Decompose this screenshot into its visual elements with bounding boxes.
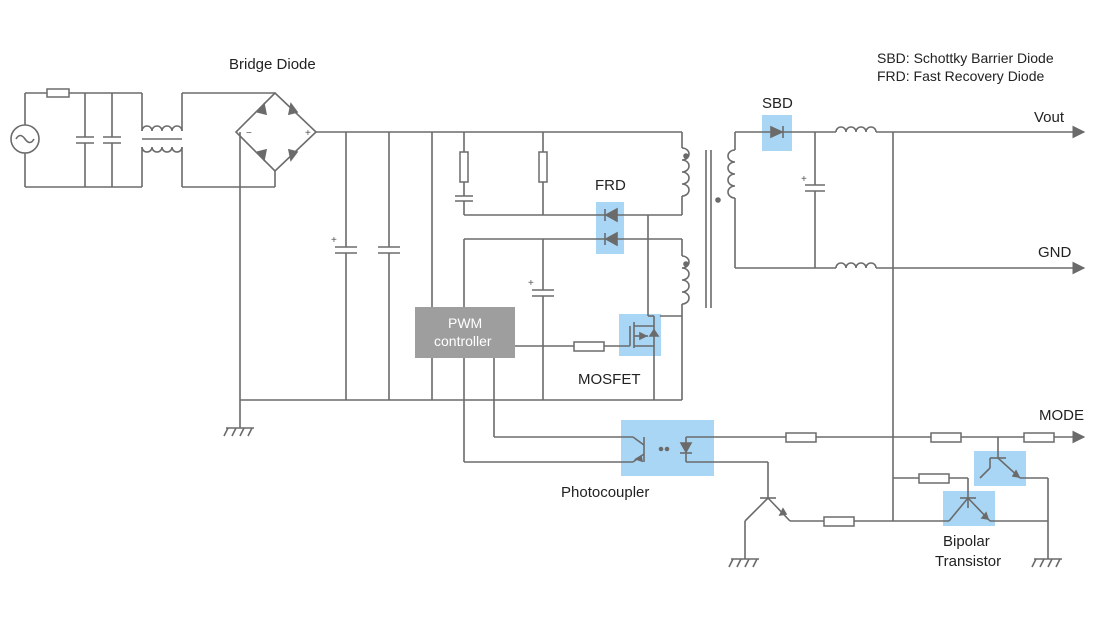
secondary-output: + (735, 125, 1086, 521)
svg-text:−: − (246, 128, 252, 139)
pwm-section (223, 215, 682, 437)
transformer (681, 132, 736, 400)
sbd-label: SBD (762, 95, 793, 112)
pwm-label-line2: controller (434, 333, 492, 349)
bulk-capacitors: + (331, 132, 433, 400)
mosfet-label: MOSFET (578, 371, 641, 388)
frd-highlight (596, 202, 624, 254)
highlight-boxes (596, 115, 1026, 526)
bipolar-label-line2: Transistor (935, 553, 1001, 570)
fuse-resistor (46, 88, 70, 98)
bipolar-highlight-lower (943, 491, 995, 526)
legend-line-2: FRD: Fast Recovery Diode (877, 68, 1044, 84)
bridge-diode: + − (234, 91, 682, 400)
frd-label: FRD (595, 177, 626, 194)
ac-input-section (10, 88, 275, 188)
feedback-section (463, 358, 1086, 463)
legend-line-1: SBD: Schottky Barrier Diode (877, 50, 1054, 66)
transistor-circuit (728, 457, 1062, 568)
aux-supply: + (463, 238, 682, 400)
mode-label: MODE (1039, 407, 1084, 424)
pwm-label-line1: PWM (448, 315, 482, 331)
photocoupler-label: Photocoupler (561, 484, 649, 501)
svg-text:+: + (801, 174, 807, 185)
bipolar-label-line1: Bipolar (943, 533, 990, 550)
svg-text:+: + (331, 235, 337, 246)
snubber-network (455, 132, 682, 216)
vout-label: Vout (1034, 109, 1065, 126)
gnd-label: GND (1038, 244, 1072, 261)
bridge-diode-label: Bridge Diode (229, 56, 316, 73)
bipolar-highlight-upper (974, 451, 1026, 486)
svg-text:+: + (528, 278, 534, 289)
pwm-controller-box (415, 307, 515, 358)
svg-text:+: + (305, 128, 311, 139)
